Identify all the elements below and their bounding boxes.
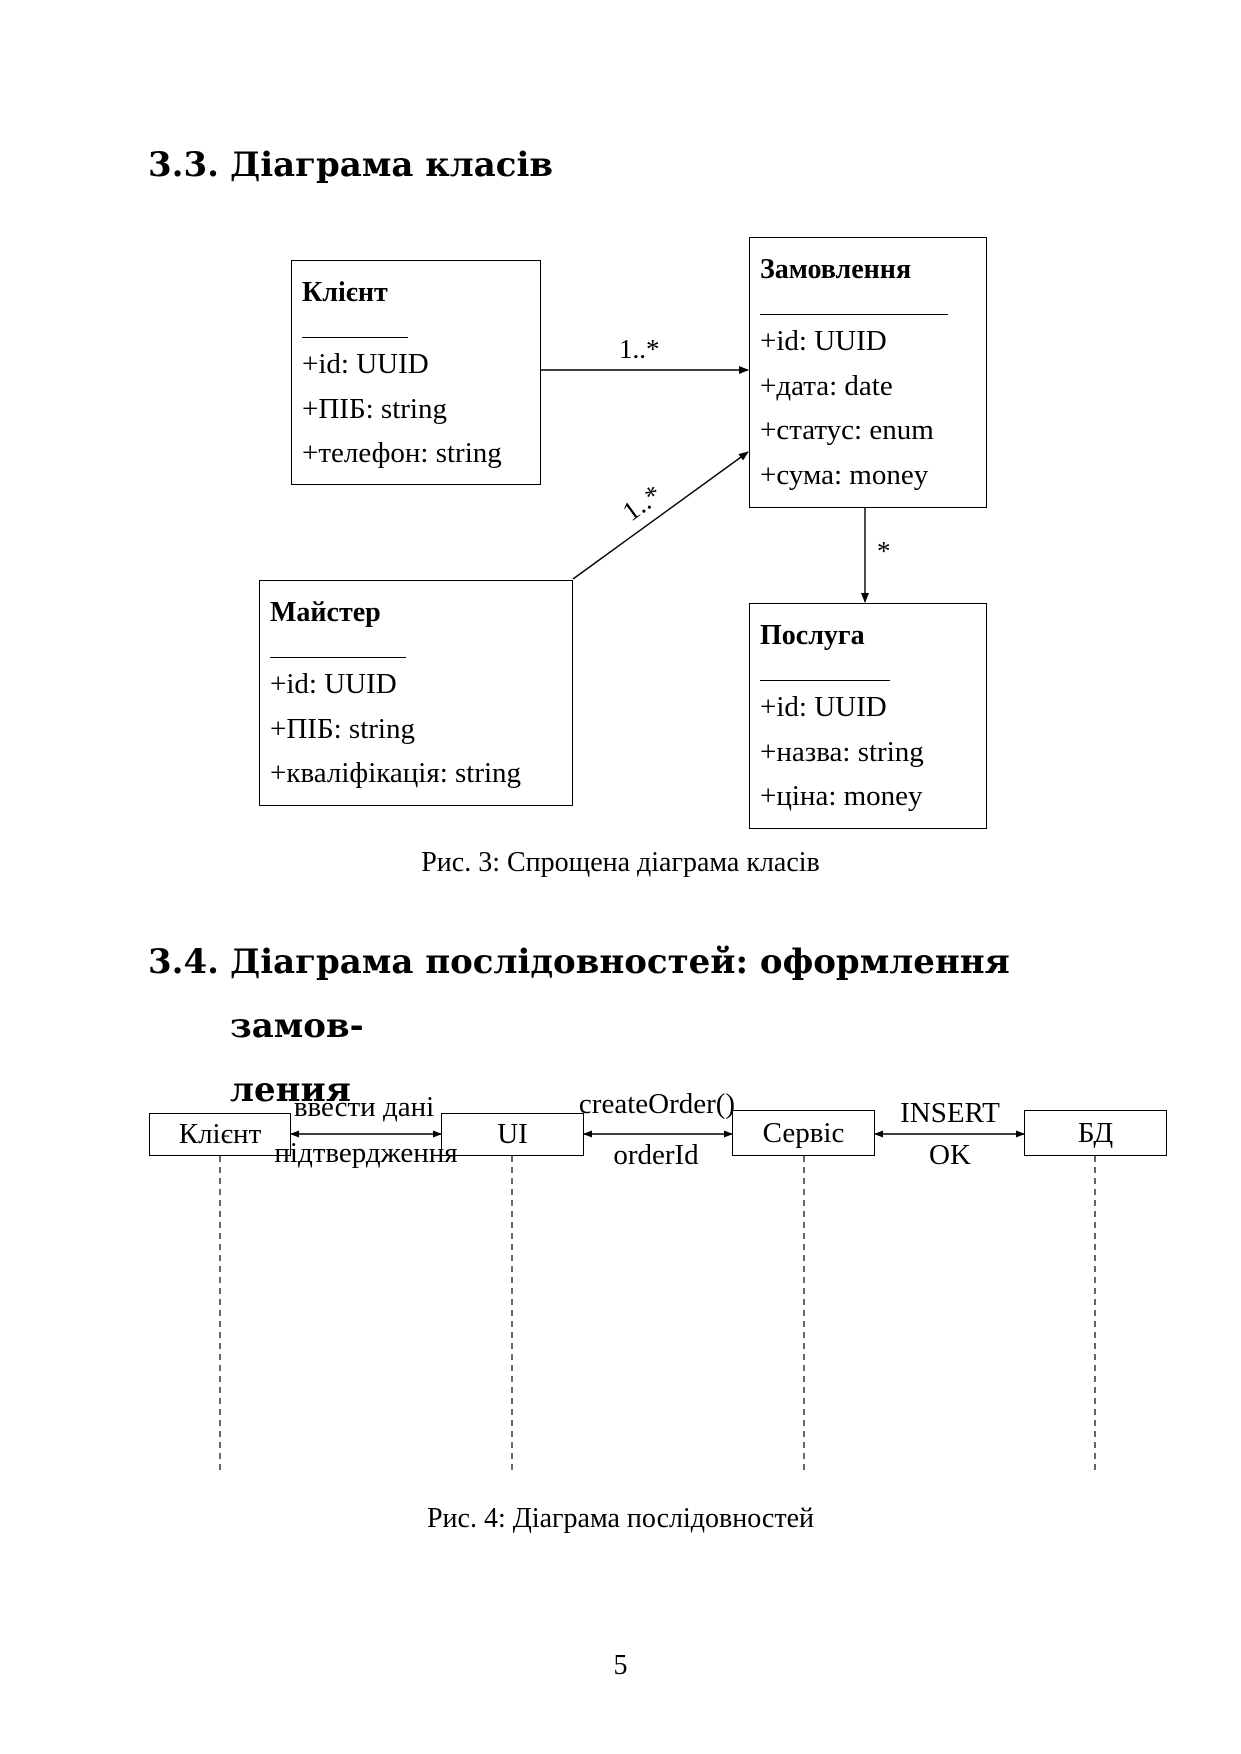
multiplicity-client-order: 1..* [619, 334, 660, 364]
class-name: Послуга [760, 620, 865, 651]
association-master-order [572, 451, 749, 580]
section-number: 3.4. [148, 942, 219, 982]
figure-caption-class-diagram: Рис. 3: Спрощена діаграма класів [421, 847, 820, 878]
message-label: ввести дані [293, 1091, 435, 1123]
section-heading-sequence-diagram: 3.4. Діаграма послідовностей: оформлення … [148, 930, 1130, 1122]
participant-service: Сервіс [732, 1110, 875, 1156]
section-number: 3.3. [148, 145, 219, 185]
class-name: Клієнт [302, 277, 388, 308]
class-box-order: Замовлення +id: UUID +дата: date +статус… [749, 237, 987, 508]
class-attribute: +кваліфікація: string [270, 757, 522, 789]
class-name: Майстер [270, 597, 381, 628]
page-number: 5 [613, 1650, 628, 1681]
message-label: підтвердження [274, 1137, 458, 1169]
section-title: Діаграма класів [230, 145, 554, 185]
class-attribute: +статус: enum [760, 414, 934, 446]
class-attribute: +дата: date [760, 369, 893, 402]
class-attribute: +телефон: string [302, 437, 502, 469]
class-divider [760, 314, 948, 315]
class-attribute: +сума: money [760, 458, 929, 491]
class-divider [302, 337, 408, 338]
class-attribute: +id: UUID [270, 668, 397, 700]
sequence-diagram-lines [219, 1130, 1096, 1470]
section-title: Діаграма послідовностей: оформлення замо… [230, 930, 1130, 1122]
class-attribute: +id: UUID [760, 325, 887, 357]
message-label: orderId [613, 1139, 699, 1171]
participant-client: Клієнт [149, 1113, 291, 1156]
class-diagram-connectors: 1..* 1..* * [541, 334, 891, 603]
section-heading-class-diagram: 3.3. Діаграма класів [148, 133, 553, 197]
figure-caption-sequence-diagram: Рис. 4: Діаграма послідовностей [426, 1503, 815, 1534]
class-box-client: Клієнт +id: UUID +ПІБ: string +телефон: … [291, 260, 541, 485]
section-title-line: Діаграма послідовностей: оформлення замо… [230, 942, 1010, 1046]
class-attribute: +назва: string [760, 735, 924, 768]
class-box-service: Послуга +id: UUID +назва: string +ціна: … [749, 603, 987, 829]
class-attribute: +ПІБ: string [302, 392, 447, 425]
class-attribute: +ціна: money [760, 780, 923, 812]
class-attribute: +ПІБ: string [270, 712, 415, 745]
class-box-master: Майстер +id: UUID +ПІБ: string +кваліфік… [259, 580, 573, 806]
multiplicity-order-service: * [877, 536, 891, 566]
participant-db: БД [1024, 1110, 1167, 1156]
message-label: INSERT [900, 1097, 1000, 1129]
class-attribute: +id: UUID [302, 348, 429, 380]
class-divider [760, 680, 890, 681]
section-title-line: ления [230, 1070, 351, 1110]
class-divider [270, 657, 406, 658]
participant-ui: UI [441, 1113, 584, 1156]
message-label: createOrder() [578, 1088, 736, 1120]
class-attribute: +id: UUID [760, 691, 887, 723]
message-label: OK [929, 1139, 971, 1171]
class-name: Замовлення [760, 254, 912, 285]
